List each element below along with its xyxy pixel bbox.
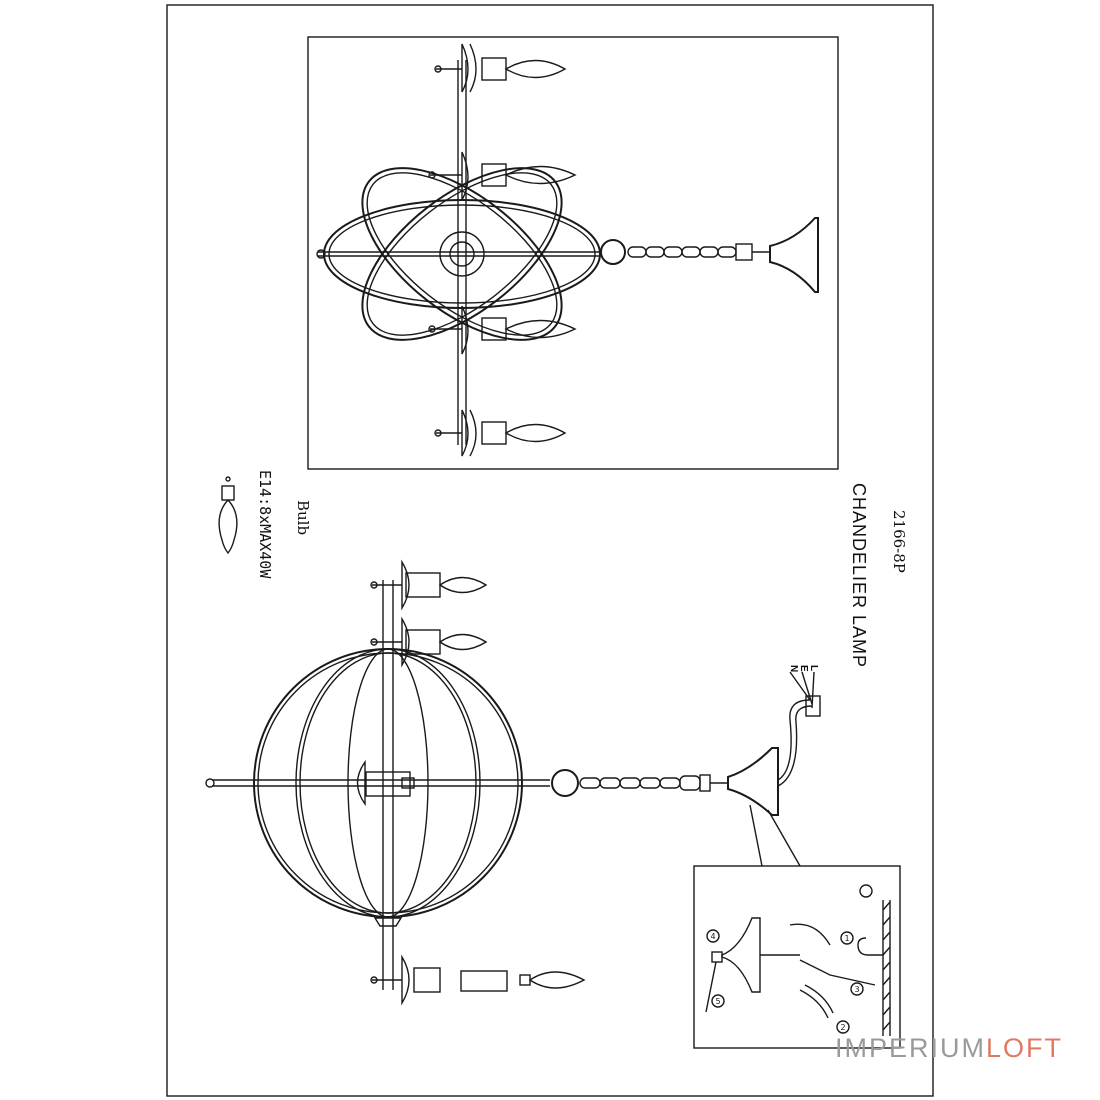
brand-watermark: IMPERIUMLOFT: [835, 1035, 1063, 1062]
top-view-drawing: [307, 36, 839, 470]
candle-bulb-icon: [218, 476, 238, 555]
step-markers: [706, 884, 873, 1034]
top-view-candles: [428, 43, 577, 457]
side-view-candles: [370, 559, 586, 1006]
side-view-drawing: [205, 559, 821, 1006]
wire-label-n: N: [788, 665, 799, 673]
wire-label-e: E: [798, 665, 809, 672]
step-2-number: 2: [840, 1023, 845, 1032]
step-1-number: 1: [844, 934, 849, 943]
model-number: 2166-8P: [890, 510, 908, 573]
installation-detail: [693, 865, 901, 1049]
bulb-heading: Bulb: [294, 500, 312, 536]
page-frame: [166, 4, 934, 1097]
brand-part2: LOFT: [986, 1033, 1064, 1063]
step-3-number: 3: [854, 985, 859, 994]
brand-part1: IMPERIUM: [835, 1033, 986, 1063]
bulb-spec: E14:8xMAX40W: [256, 470, 274, 579]
installation-detail-frame: [693, 865, 901, 1049]
product-title: CHANDELIER LAMP: [849, 483, 869, 669]
step-4-number: 4: [710, 932, 715, 941]
top-view-frame: [307, 36, 839, 470]
step-5-number: 5: [715, 997, 720, 1006]
wire-label-l: L: [808, 665, 819, 672]
